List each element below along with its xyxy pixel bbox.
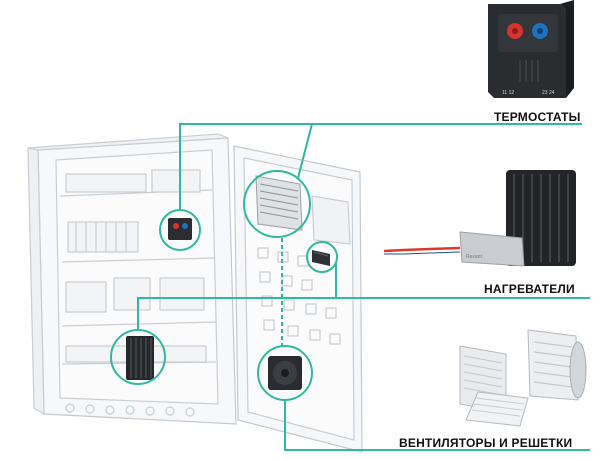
electrical-cabinet bbox=[27, 133, 237, 425]
thermostat-terminals-right: 23 24 bbox=[542, 90, 555, 96]
cabinet-heater bbox=[126, 336, 154, 380]
leader-lines bbox=[137, 123, 590, 451]
label-heaters: НАГРЕВАТЕЛИ bbox=[484, 282, 575, 296]
label-fans-and-grilles: ВЕНТИЛЯТОРЫ И РЕШЕТКИ bbox=[399, 436, 573, 450]
svg-text:Rexant: Rexant bbox=[466, 254, 482, 260]
thermostat-product: 11 12 23 24 bbox=[488, 0, 574, 98]
cabinet-door-heater bbox=[312, 250, 330, 266]
cabinet-thermostat bbox=[168, 218, 192, 240]
fan-grille-product bbox=[459, 329, 587, 427]
label-thermostats: ТЕРМОСТАТЫ bbox=[494, 110, 581, 124]
cabinet-door-fan bbox=[268, 356, 302, 390]
thermostat-terminals-left: 11 12 bbox=[502, 90, 514, 96]
heater-product: Rexant bbox=[383, 170, 576, 267]
door-grille bbox=[255, 175, 303, 231]
